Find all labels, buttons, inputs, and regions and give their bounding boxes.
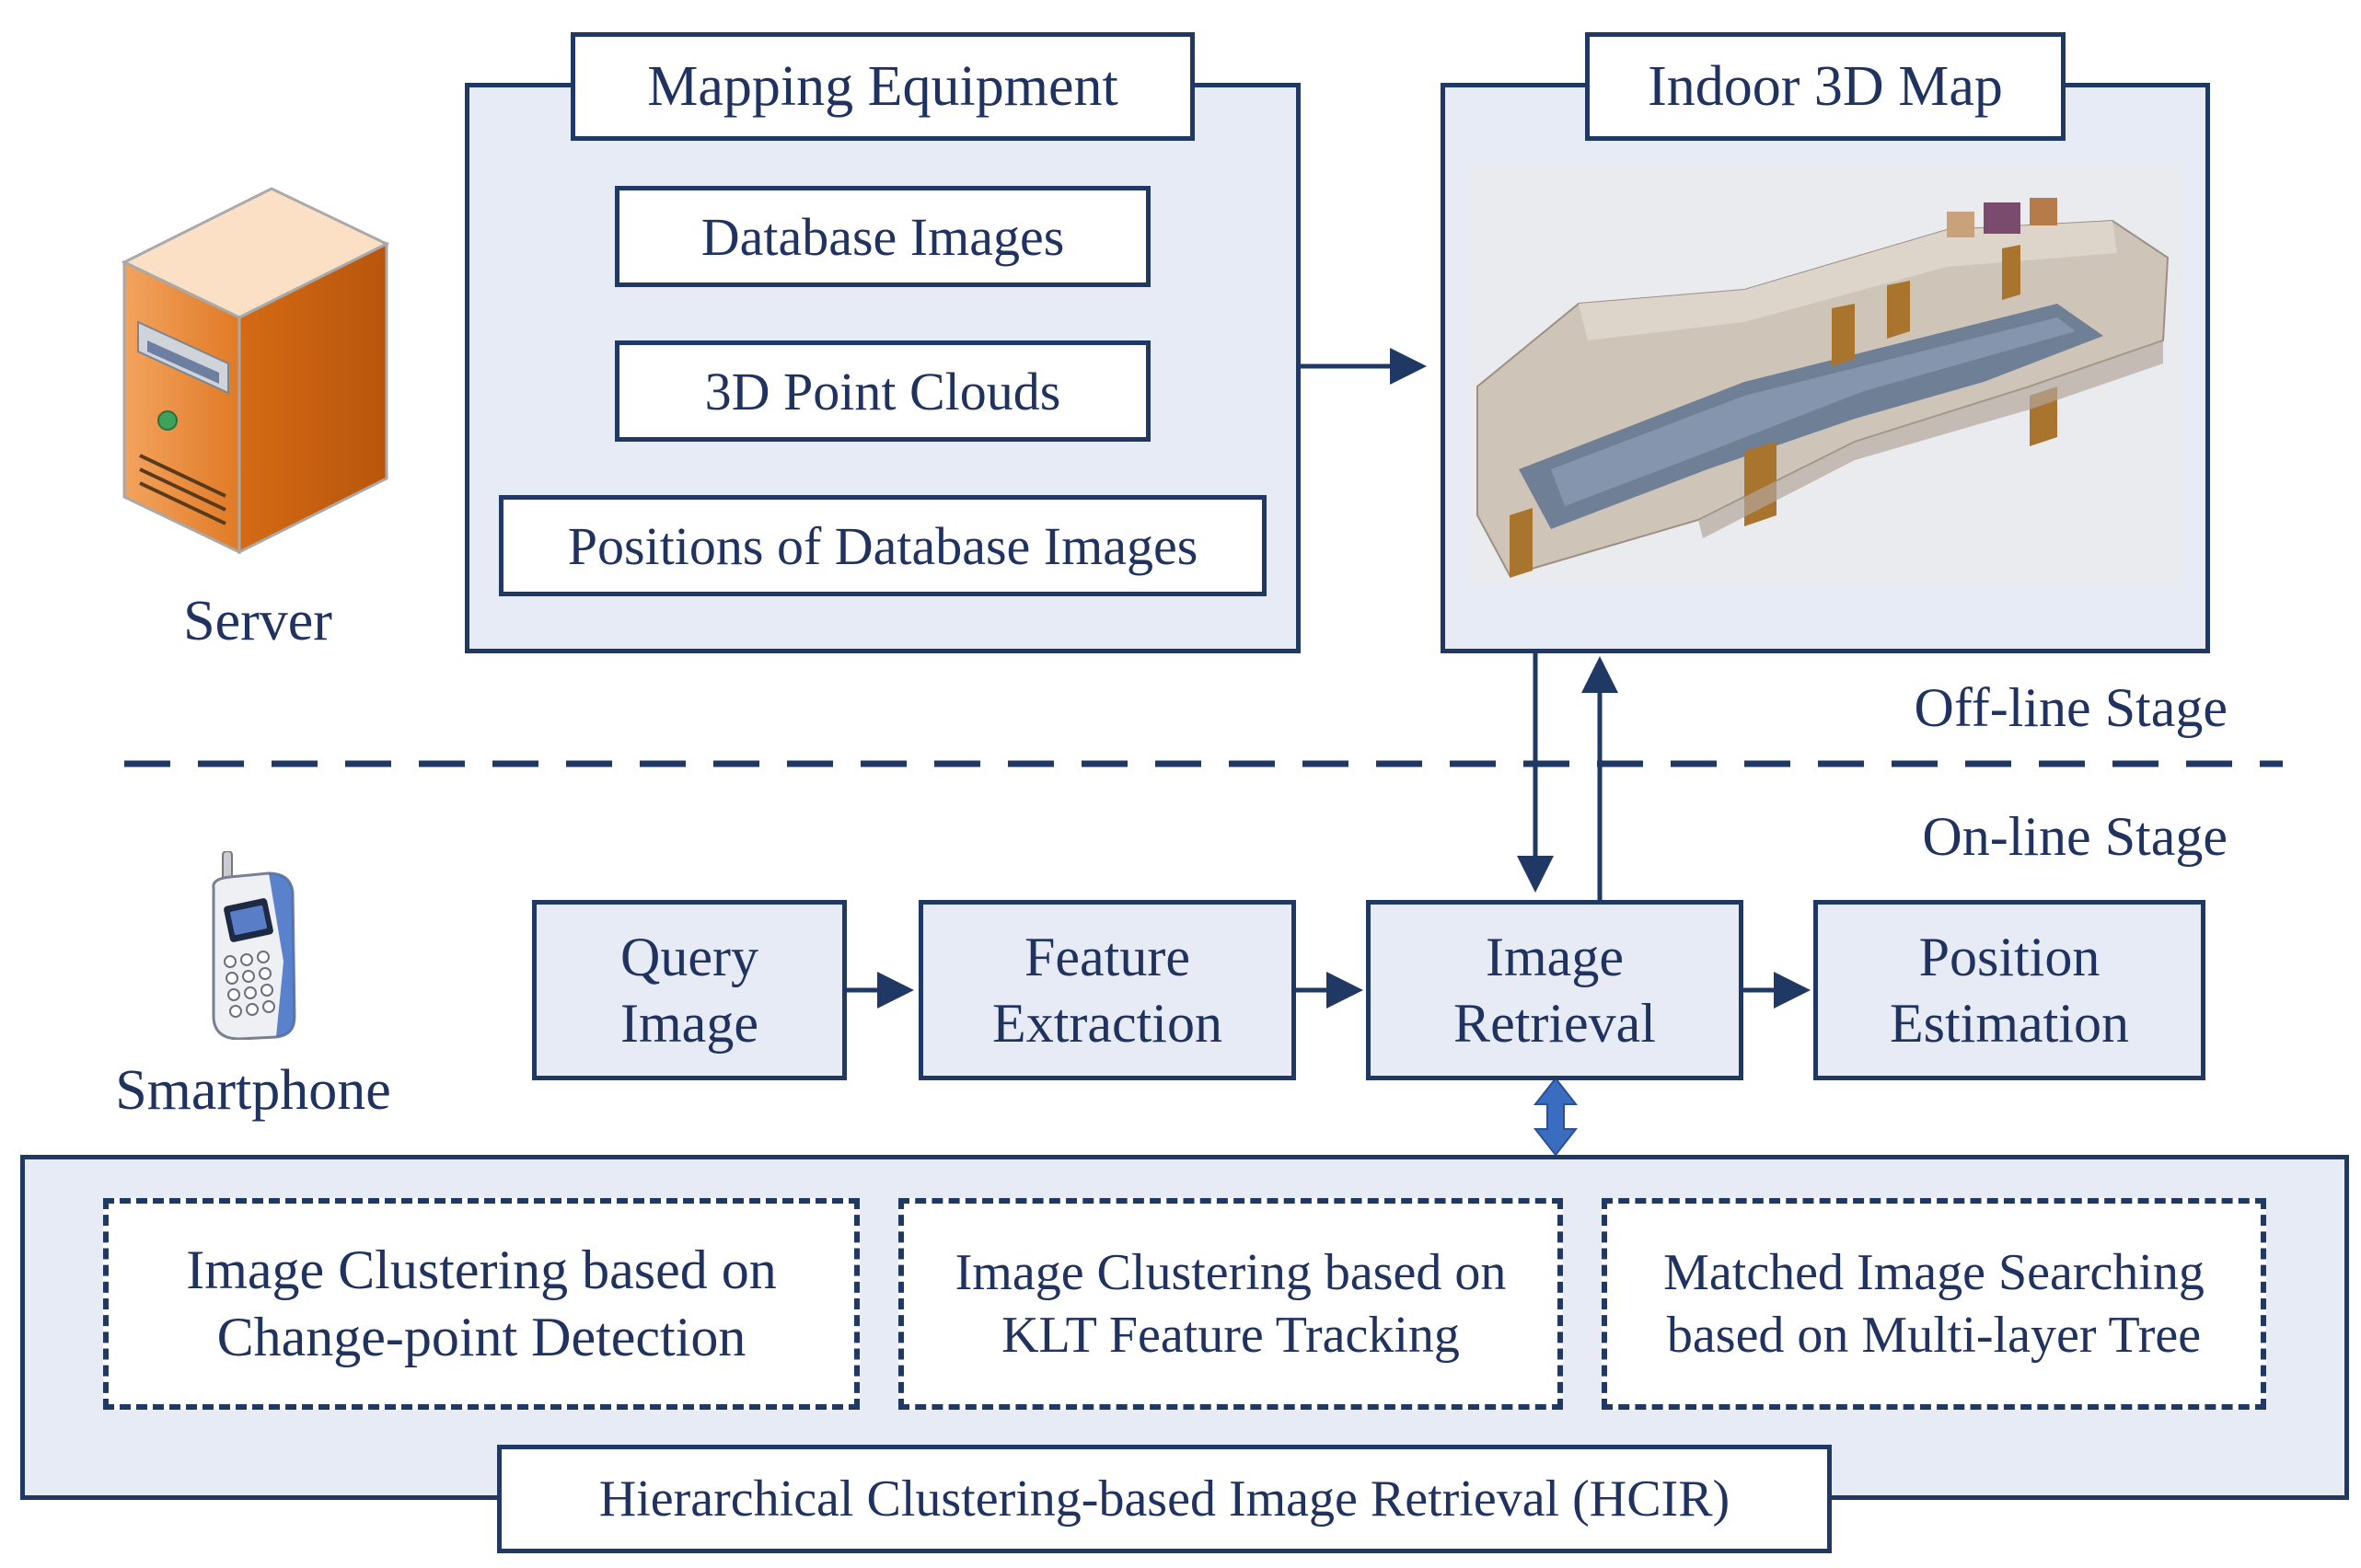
query-image-line1: Query bbox=[620, 927, 758, 987]
hcir-module-change-point: Image Clustering based on Change-point D… bbox=[103, 1198, 860, 1410]
hcir-module-klt: Image Clustering based on KLT Feature Tr… bbox=[898, 1198, 1563, 1410]
hcir-module-2-line1: Image Clustering based on bbox=[955, 1243, 1507, 1301]
hcir-module-3-line2: based on Multi-layer Tree bbox=[1666, 1307, 2202, 1364]
position-estimation-line1: Position bbox=[1918, 927, 2101, 987]
hcir-module-1-line2: Change-point Detection bbox=[216, 1307, 746, 1367]
server-icon bbox=[110, 179, 396, 557]
image-retrieval-line2: Retrieval bbox=[1453, 993, 1656, 1054]
point-clouds-text: 3D Point Clouds bbox=[704, 361, 1061, 421]
hcir-module-2-line2: KLT Feature Tracking bbox=[1001, 1307, 1460, 1364]
positions-text: Positions of Database Images bbox=[567, 515, 1198, 576]
image-retrieval-line1: Image bbox=[1486, 927, 1624, 987]
positions-box: Positions of Database Images bbox=[499, 495, 1267, 596]
hcir-module-multilayer-tree: Matched Image Searching based on Multi-l… bbox=[1602, 1198, 2266, 1410]
image-retrieval-block: Image Retrieval bbox=[1366, 900, 1743, 1080]
query-image-line2: Image bbox=[620, 993, 758, 1054]
smartphone-label: Smartphone bbox=[115, 1059, 391, 1122]
indoor-3d-map-title-text: Indoor 3D Map bbox=[1648, 54, 2003, 118]
hcir-module-1-line1: Image Clustering based on bbox=[186, 1239, 777, 1300]
indoor-3d-map-image bbox=[1468, 166, 2182, 584]
server-label: Server bbox=[183, 590, 332, 652]
online-stage-label: On-line Stage bbox=[1922, 806, 2228, 867]
feature-extraction-block: Feature Extraction bbox=[919, 900, 1296, 1080]
hcir-module-3-line1: Matched Image Searching bbox=[1663, 1243, 2205, 1301]
smartphone-icon bbox=[203, 850, 304, 1041]
query-image-block: Query Image bbox=[532, 900, 847, 1080]
database-images-text: Database Images bbox=[700, 206, 1065, 267]
point-clouds-box: 3D Point Clouds bbox=[615, 340, 1151, 442]
arrow-retrieval-hcir-bidirectional bbox=[1533, 1077, 1579, 1157]
database-images-box: Database Images bbox=[615, 186, 1151, 287]
mapping-equipment-title: Mapping Equipment bbox=[571, 32, 1195, 141]
position-estimation-line2: Estimation bbox=[1890, 993, 2129, 1054]
position-estimation-block: Position Estimation bbox=[1813, 900, 2205, 1080]
feature-extraction-line1: Feature bbox=[1024, 927, 1190, 987]
offline-stage-label: Off-line Stage bbox=[1914, 677, 2228, 738]
hcir-title-text: Hierarchical Clustering-based Image Retr… bbox=[598, 1470, 1730, 1528]
mapping-equipment-title-text: Mapping Equipment bbox=[647, 54, 1118, 118]
indoor-3d-map-title: Indoor 3D Map bbox=[1585, 32, 2066, 141]
feature-extraction-line2: Extraction bbox=[992, 993, 1222, 1054]
hcir-title: Hierarchical Clustering-based Image Retr… bbox=[497, 1445, 1832, 1553]
